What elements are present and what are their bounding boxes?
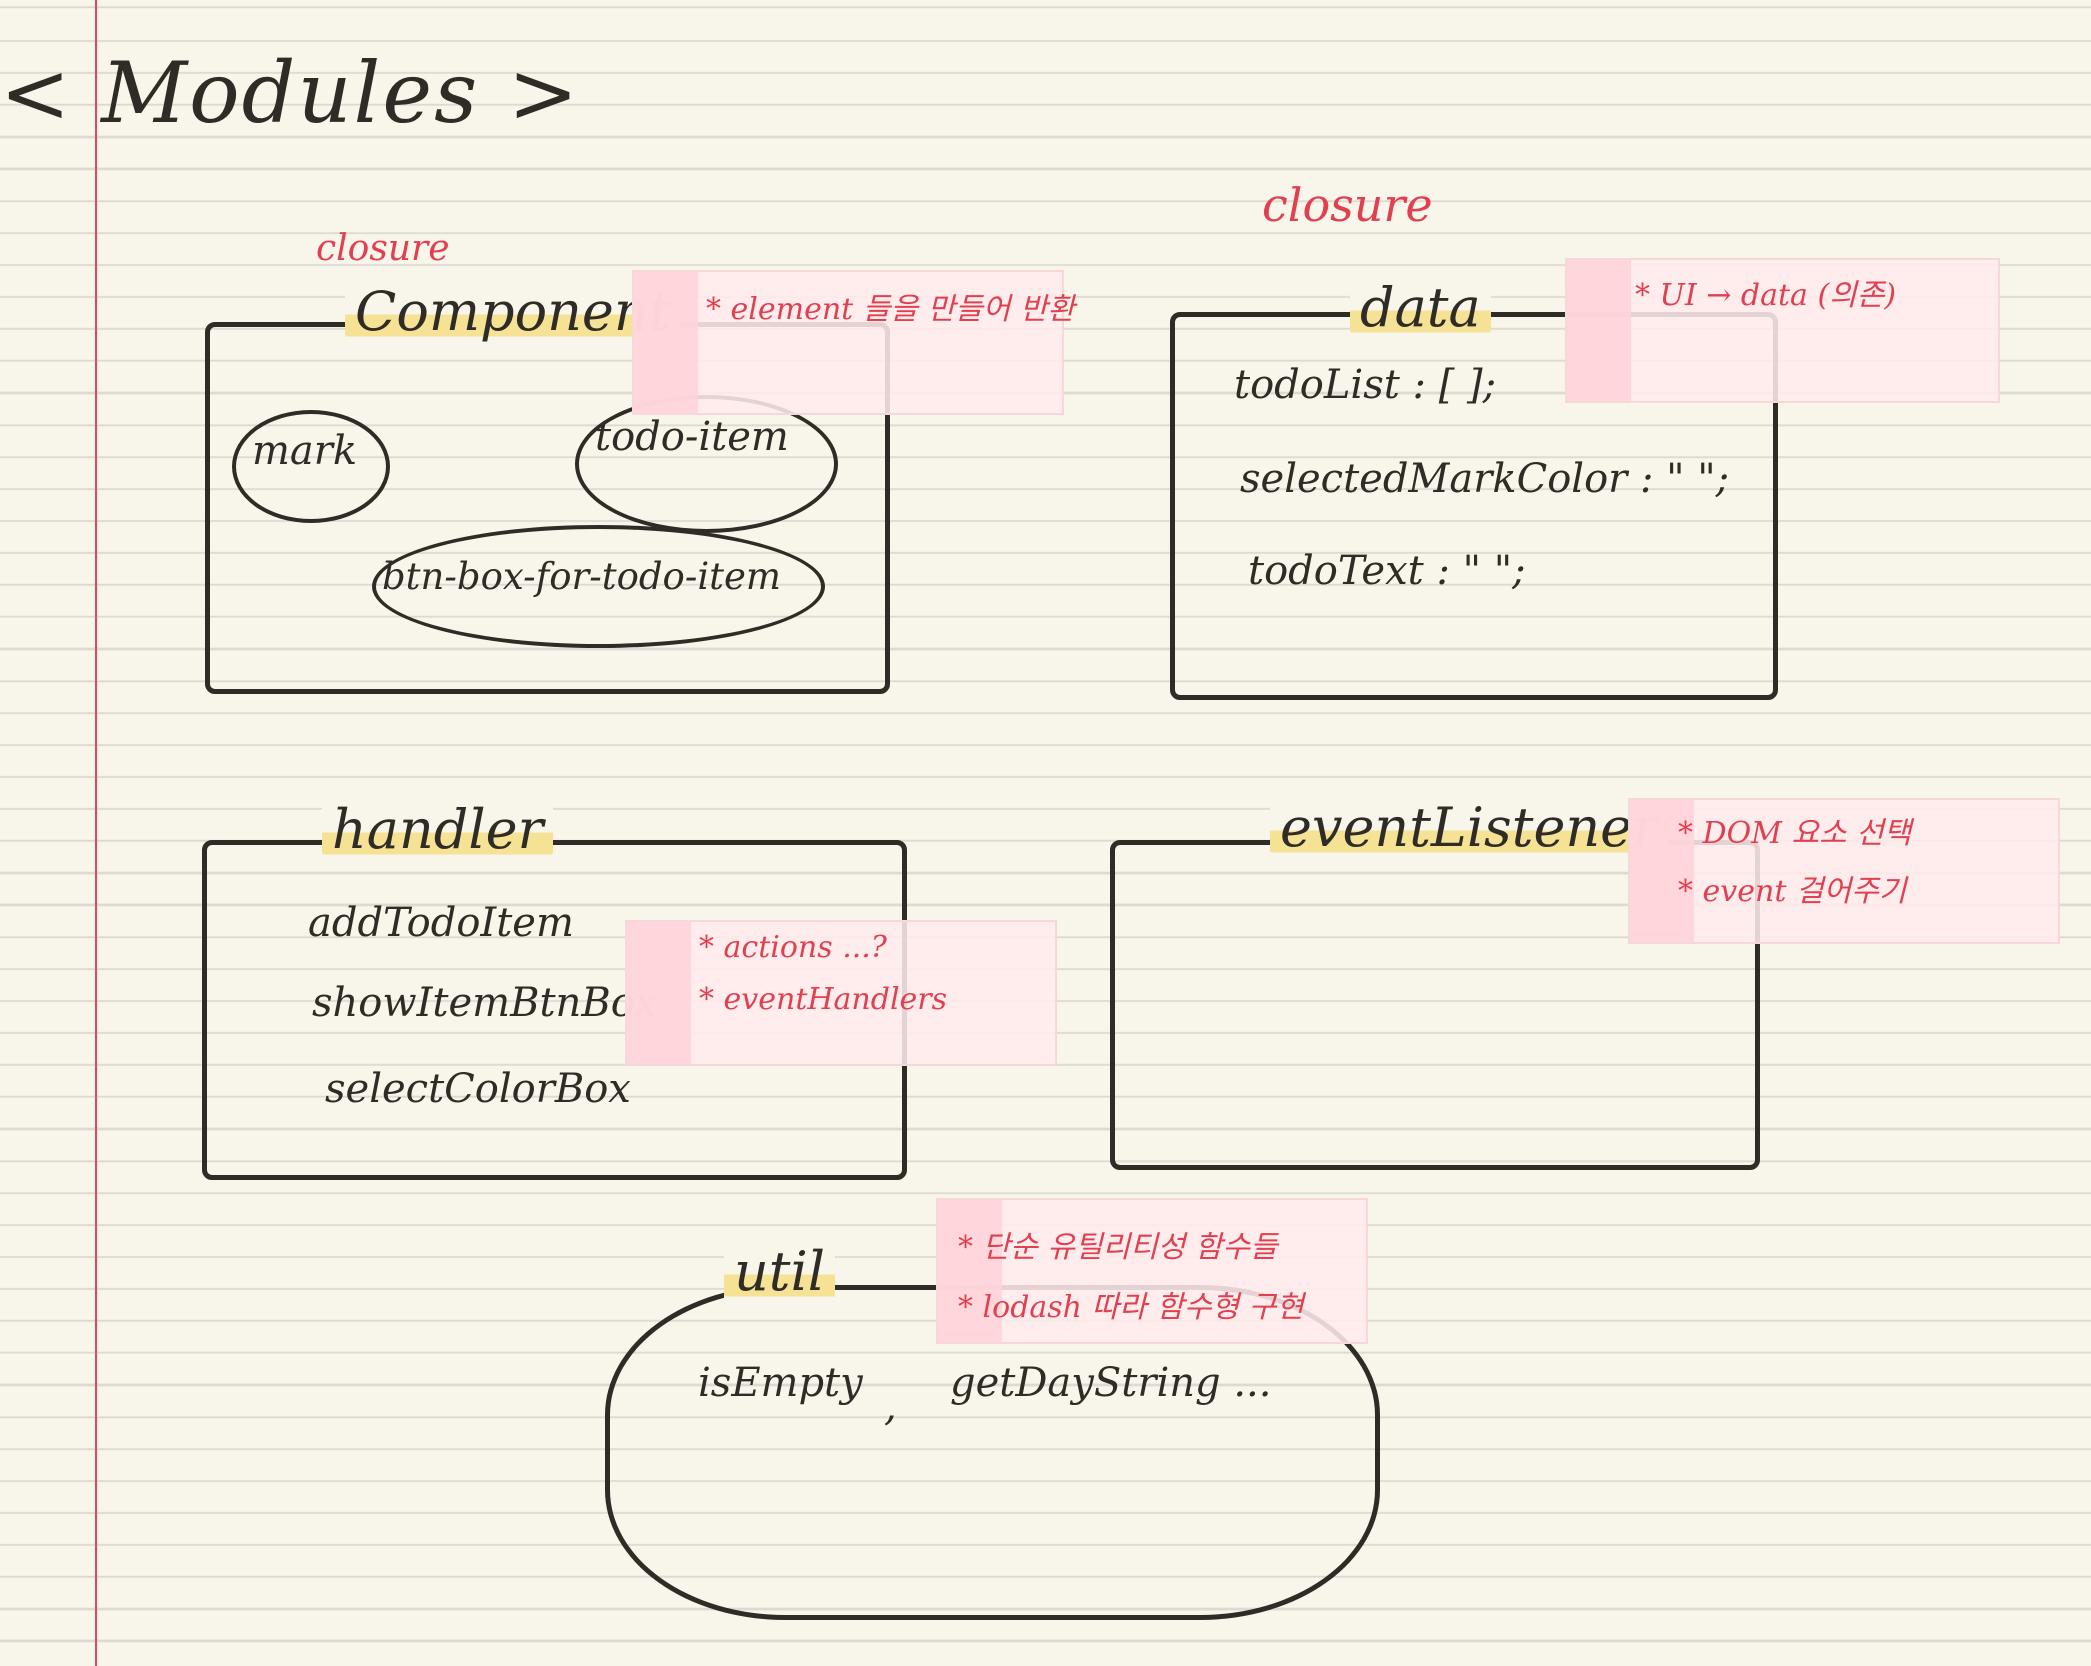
data-field-selected-mark-color: selectedMarkColor : " "; [1240, 456, 1730, 502]
event-listener-note-line-1: * DOM 요소 선택 [1678, 816, 1912, 851]
data-field-todolist: todoList : [ ]; [1234, 362, 1497, 408]
event-listener-note-line-2: * event 걸어주기 [1678, 874, 1907, 909]
util-note-line-2: * lodash 따라 함수형 구현 [958, 1290, 1304, 1325]
component-title: Component [345, 280, 681, 343]
component-note-text: * element 들을 만들어 반환 [706, 292, 1076, 327]
component-sticky-note: * element 들을 만들어 반환 [632, 270, 1075, 415]
page-title: < Modules > [0, 44, 581, 142]
mark-oval [232, 410, 390, 523]
handler-note-line-2: * eventHandlers [699, 982, 948, 1017]
data-note-text: * UI → data (의존) [1635, 278, 1897, 313]
handler-sticky-note: * actions ...? * eventHandlers [625, 920, 1057, 1066]
component-item-mark: mark [252, 428, 358, 474]
util-title: util [724, 1240, 836, 1303]
data-closure-label: closure [1262, 178, 1433, 232]
notebook-margin-line [95, 0, 97, 1666]
handler-item-select-color-box: selectColorBox [325, 1066, 631, 1112]
handler-title: handler [322, 798, 554, 861]
util-sticky-note: * 단순 유틸리티성 함수들 * lodash 따라 함수형 구현 [936, 1198, 1368, 1344]
component-item-btn-box: btn-box-for-todo-item [382, 555, 782, 598]
component-item-todo-item: todo-item [595, 414, 789, 460]
handler-item-add-todo-item: addTodoItem [308, 900, 574, 946]
util-item-get-day-string: getDayString ... [950, 1360, 1272, 1406]
util-item-is-empty: isEmpty [698, 1360, 863, 1406]
event-listener-title: eventListener [1270, 796, 1668, 859]
data-title: data [1350, 276, 1491, 339]
util-note-line-1: * 단순 유틸리티성 함수들 [958, 1230, 1278, 1265]
util-item-separator: , [884, 1384, 897, 1430]
data-field-todotext: todoText : " "; [1248, 548, 1526, 594]
handler-item-show-item-btn-box: showItemBtnBox [312, 980, 658, 1026]
event-listener-sticky-note: * DOM 요소 선택 * event 걸어주기 [1628, 798, 2060, 944]
handler-note-line-1: * actions ...? [699, 930, 887, 965]
component-closure-label: closure [316, 228, 450, 269]
data-sticky-note: * UI → data (의존) [1565, 258, 2000, 403]
btn-box-oval [372, 525, 825, 648]
